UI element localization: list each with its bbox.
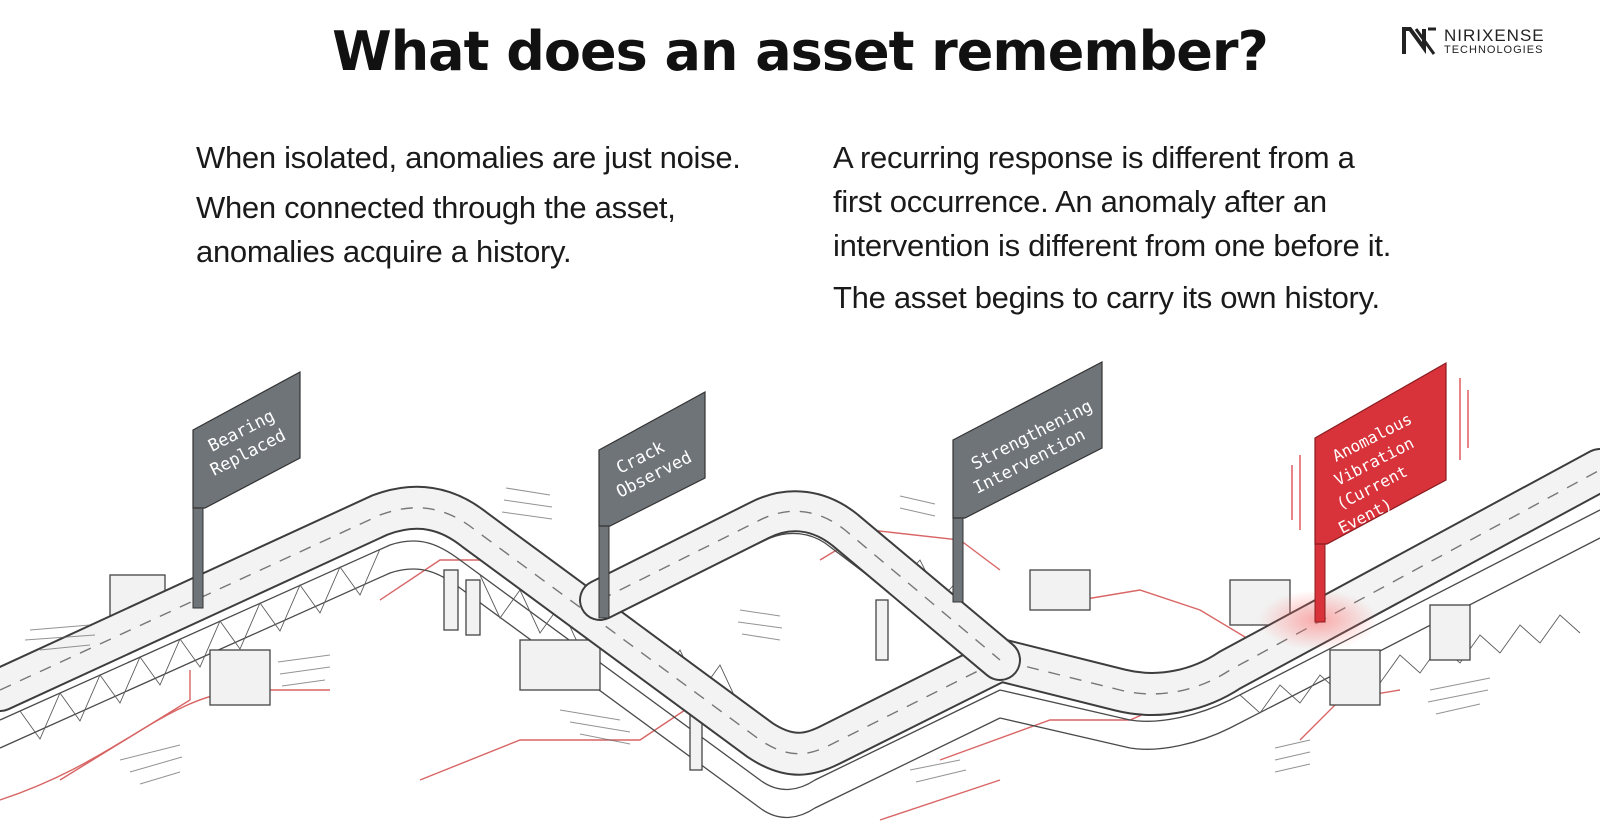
- brand-logo: NIRIXENSE TECHNOLOGIES: [1402, 26, 1545, 56]
- left-line-1: When isolated, anomalies are just noise.: [196, 140, 741, 175]
- sign-strengthening-intervention: Strengthening Intervention: [952, 361, 1103, 519]
- logo-line-2: TECHNOLOGIES: [1444, 43, 1544, 56]
- truss-structure: [0, 504, 1600, 819]
- page-title: What does an asset remember?: [332, 20, 1269, 83]
- vibration-icon: [1291, 378, 1469, 530]
- sensor-annotations: [24, 487, 1491, 785]
- right-line-3: intervention is different from one befor…: [833, 228, 1392, 263]
- right-line-2: first occurrence. An anomaly after an: [833, 184, 1327, 219]
- left-paragraph: When isolated, anomalies are just noise.…: [196, 136, 786, 274]
- support-piers: [109, 569, 1471, 771]
- right-line-4: The asset begins to carry its own histor…: [833, 280, 1380, 315]
- road-deck: [0, 448, 1600, 776]
- sign-anomalous-vibration: Anomalous Vibration (Current Event): [1314, 361, 1447, 545]
- right-paragraph: A recurring response is different from a…: [833, 136, 1533, 320]
- sign-bearing-replaced: Bearing Replaced: [192, 370, 301, 509]
- left-line-2: When connected through the asset,: [196, 190, 676, 225]
- nirixense-logo-icon: [1402, 27, 1436, 55]
- logo-line-1: NIRIXENSE: [1444, 25, 1545, 45]
- right-line-1: A recurring response is different from a: [833, 140, 1355, 175]
- left-line-3: anomalies acquire a history.: [196, 234, 572, 269]
- sign-crack-observed: Crack Observed: [598, 390, 706, 527]
